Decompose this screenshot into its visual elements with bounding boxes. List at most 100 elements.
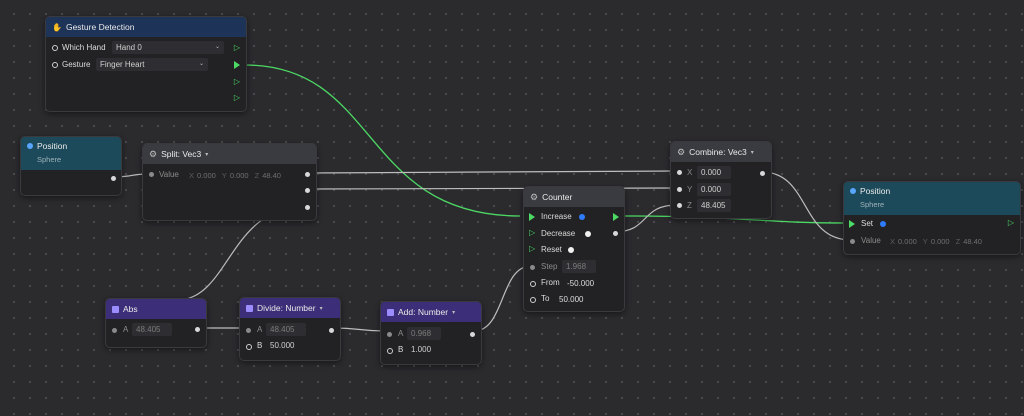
divide-b-field[interactable]: 50.000: [270, 341, 295, 350]
abs-node[interactable]: Abs A 48.405: [105, 298, 207, 348]
node-title: Divide: Number: [257, 303, 316, 313]
chevron-down-icon: ⌄: [214, 44, 220, 50]
step-field[interactable]: 1.968: [562, 260, 596, 273]
hand-icon: ✋: [52, 22, 62, 32]
combine-vec3-header[interactable]: ⚙ Combine: Vec3 ▾: [671, 142, 771, 162]
decrease-indicator: [585, 231, 591, 237]
divide-number-header[interactable]: Divide: Number ▾: [240, 298, 340, 318]
gesture-dropdown[interactable]: Finger Heart ⌄: [96, 58, 208, 71]
chevron-down-icon: ▾: [319, 305, 323, 312]
combine-output-pin[interactable]: [760, 171, 765, 176]
step-label: Step: [541, 262, 558, 271]
add-b-label: B: [398, 345, 404, 354]
combine-y-input-pin[interactable]: [677, 187, 682, 192]
node-title: Position: [37, 141, 68, 151]
set-exec-input[interactable]: [849, 220, 855, 228]
which-hand-value: Hand 0: [116, 43, 142, 52]
combine-z-input-pin[interactable]: [677, 203, 682, 208]
combine-vec3-node[interactable]: ⚙ Combine: Vec3 ▾ X 0.000 Y 0.000 Z 48.4…: [670, 141, 772, 219]
divide-b-input-pin[interactable]: [246, 344, 252, 350]
split-z-output-pin[interactable]: [305, 205, 310, 210]
divide-a-field[interactable]: 48.405: [266, 323, 306, 336]
add-b-input-pin[interactable]: [387, 348, 393, 354]
position-output-pin[interactable]: [111, 176, 116, 181]
position-source-node[interactable]: Position Sphere: [20, 136, 122, 196]
add-output-pin[interactable]: [470, 332, 475, 337]
combine-x-input-pin[interactable]: [677, 170, 682, 175]
reset-exec-input[interactable]: ▷: [529, 244, 536, 253]
gesture-detection-header[interactable]: ✋ Gesture Detection: [46, 17, 246, 37]
increase-label: Increase: [541, 212, 572, 221]
set-label: Set: [861, 219, 874, 228]
which-hand-label: Which Hand: [62, 43, 106, 52]
counter-exec-output[interactable]: [613, 213, 619, 221]
add-b-field[interactable]: 1.000: [411, 345, 432, 354]
add-a-input-pin[interactable]: [387, 332, 392, 337]
combine-z-field[interactable]: 48.405: [697, 199, 731, 212]
which-hand-dropdown[interactable]: Hand 0 ⌄: [112, 41, 224, 54]
calculator-icon: [112, 305, 119, 313]
wire-divide-to-add: [332, 327, 388, 332]
abs-a-input-pin[interactable]: [112, 328, 117, 333]
abs-a-label: A: [123, 325, 129, 334]
increase-exec-input[interactable]: [529, 213, 535, 221]
exec-output-3-icon[interactable]: ▷: [233, 77, 240, 86]
chevron-down-icon: ⌄: [198, 61, 204, 67]
counter-node[interactable]: ⚙ Counter Increase ▷ Decrease ▷ Reset St…: [523, 186, 625, 312]
node-title: Position: [860, 186, 891, 196]
combine-y-field[interactable]: 0.000: [697, 183, 731, 196]
position-source-header[interactable]: Position Sphere: [21, 137, 121, 170]
position-icon: [850, 188, 856, 194]
node-title: Split: Vec3: [161, 149, 202, 159]
split-x-output-pin[interactable]: [305, 172, 310, 177]
exec-output-1-icon[interactable]: ▷: [233, 43, 240, 52]
set-indicator: [880, 221, 886, 227]
position-icon: [27, 143, 33, 149]
position-value-input-pin[interactable]: [850, 239, 855, 244]
to-input-pin[interactable]: [530, 297, 536, 303]
counter-header[interactable]: ⚙ Counter: [524, 187, 624, 207]
which-hand-pin[interactable]: [52, 45, 58, 51]
divide-a-input-pin[interactable]: [246, 328, 251, 333]
increase-indicator: [579, 214, 585, 220]
split-value-input-pin[interactable]: [149, 172, 154, 177]
to-value: 50.000: [559, 295, 584, 304]
set-exec-output[interactable]: ▷: [1007, 218, 1014, 227]
node-title: Counter: [542, 192, 573, 202]
divide-b-label: B: [257, 341, 263, 350]
split-y-output-pin[interactable]: [305, 188, 310, 193]
from-label: From: [541, 278, 560, 287]
divide-number-node[interactable]: Divide: Number ▾ A 48.405 B 50.000: [239, 297, 341, 361]
split-vec3-header[interactable]: ⚙ Split: Vec3 ▾: [143, 144, 316, 164]
gesture-pin[interactable]: [52, 62, 58, 68]
reset-indicator: [568, 247, 574, 253]
divide-output-pin[interactable]: [329, 328, 334, 333]
abs-output-pin[interactable]: [195, 327, 200, 332]
add-number-node[interactable]: Add: Number ▾ A 0.968 B 1.000: [380, 301, 482, 365]
from-input-pin[interactable]: [530, 281, 536, 287]
node-title: Abs: [123, 304, 138, 314]
combine-z-label: Z: [687, 201, 692, 210]
gesture-detection-node[interactable]: ✋ Gesture Detection Which Hand Hand 0 ⌄ …: [45, 16, 247, 112]
counter-value-output-pin[interactable]: [613, 231, 618, 236]
step-input-pin[interactable]: [530, 265, 535, 270]
decrease-exec-input[interactable]: ▷: [529, 228, 536, 237]
add-number-header[interactable]: Add: Number ▾: [381, 302, 481, 322]
from-value: -50.000: [567, 279, 595, 288]
node-subtitle: Sphere: [37, 155, 62, 164]
add-a-field[interactable]: 0.968: [407, 327, 441, 340]
calculator-icon: [387, 308, 394, 316]
position-target-header[interactable]: Position Sphere: [844, 182, 1020, 215]
exec-output-2[interactable]: [234, 61, 240, 69]
position-value-label: Value: [861, 236, 881, 245]
abs-header[interactable]: Abs: [106, 299, 206, 319]
combine-x-field[interactable]: 0.000: [697, 166, 731, 179]
abs-a-field[interactable]: 48.405: [132, 323, 172, 336]
exec-output-4-icon[interactable]: ▷: [233, 93, 240, 102]
gesture-label: Gesture: [62, 60, 91, 69]
add-a-label: A: [398, 329, 404, 338]
